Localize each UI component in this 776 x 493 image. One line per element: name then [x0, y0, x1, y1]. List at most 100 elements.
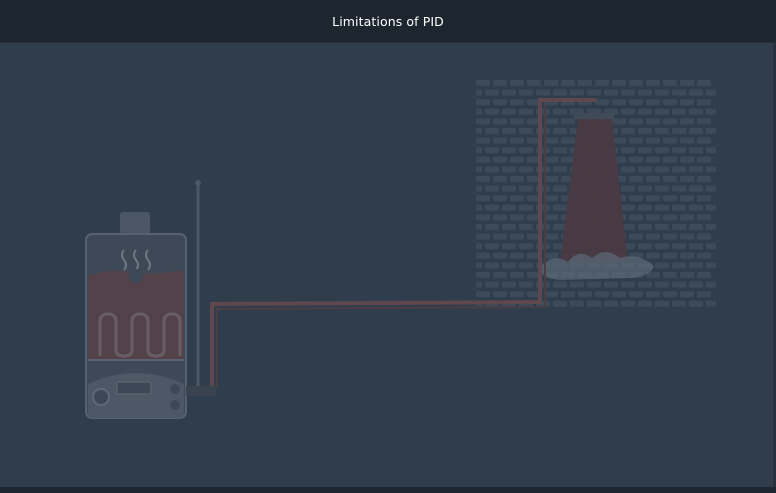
brick — [502, 166, 516, 173]
brick — [544, 291, 558, 298]
brick — [476, 176, 490, 182]
brick — [689, 89, 703, 96]
brick — [638, 185, 652, 192]
brick — [493, 137, 507, 144]
brick — [638, 166, 652, 173]
brick — [561, 80, 575, 86]
brick — [519, 108, 533, 115]
brick — [527, 176, 541, 182]
brick — [621, 300, 635, 307]
brick — [493, 99, 507, 106]
brick — [655, 300, 669, 307]
brick — [485, 108, 499, 115]
brick — [663, 118, 677, 125]
brick — [527, 252, 541, 259]
brick — [612, 99, 626, 106]
brick — [655, 128, 669, 134]
brick — [655, 281, 669, 288]
brick — [697, 156, 711, 163]
brick — [689, 281, 703, 288]
brick — [706, 300, 716, 307]
brick — [519, 166, 533, 173]
brick — [476, 291, 490, 298]
brick — [493, 291, 507, 298]
brick — [697, 99, 711, 106]
brick — [519, 185, 533, 192]
brick — [578, 80, 592, 86]
brick — [510, 272, 524, 278]
brick — [638, 224, 652, 230]
brick — [544, 233, 558, 240]
brick — [697, 214, 711, 221]
brick — [663, 214, 677, 221]
brick — [680, 291, 694, 298]
brick — [672, 108, 686, 115]
brick — [502, 128, 516, 134]
brick — [706, 166, 716, 173]
brick — [629, 80, 643, 86]
brick — [646, 99, 660, 106]
brick — [680, 118, 694, 125]
brick — [553, 147, 567, 154]
brick — [493, 176, 507, 182]
brick — [629, 233, 643, 240]
brick — [646, 137, 660, 144]
brick — [680, 252, 694, 259]
brick — [476, 204, 482, 211]
brick — [621, 128, 635, 134]
brick — [655, 185, 669, 192]
brick — [672, 204, 686, 211]
brick — [553, 185, 567, 192]
brick — [680, 99, 694, 106]
brick — [476, 89, 482, 96]
brick — [646, 214, 660, 221]
brick — [621, 166, 635, 173]
brick — [689, 224, 703, 230]
brick — [493, 233, 507, 240]
brick — [629, 176, 643, 182]
brick — [621, 147, 635, 154]
brick — [672, 128, 686, 134]
brick — [655, 147, 669, 154]
brick — [502, 281, 516, 288]
brick — [536, 89, 550, 96]
brick — [680, 272, 694, 278]
brick — [680, 137, 694, 144]
brick — [553, 89, 567, 96]
brick — [697, 176, 711, 182]
brick — [663, 195, 677, 202]
brick — [502, 185, 516, 192]
brick — [544, 80, 558, 86]
brick — [485, 243, 499, 250]
brick — [485, 185, 499, 192]
brick — [510, 195, 524, 202]
brick — [553, 281, 567, 288]
brick — [621, 89, 635, 96]
brick — [646, 272, 660, 278]
brick — [646, 156, 660, 163]
brick — [697, 137, 711, 144]
brick — [510, 291, 524, 298]
brick — [706, 128, 716, 134]
brick — [629, 291, 643, 298]
brick — [689, 204, 703, 211]
brick — [672, 166, 686, 173]
brick — [638, 89, 652, 96]
brick — [663, 137, 677, 144]
brick — [706, 204, 716, 211]
brick — [646, 252, 660, 259]
brick — [697, 272, 711, 278]
brick — [476, 147, 482, 154]
brick — [510, 214, 524, 221]
brick — [680, 80, 694, 86]
brick — [544, 156, 558, 163]
brick — [672, 243, 686, 250]
brick — [519, 262, 533, 269]
brick — [502, 204, 516, 211]
brick — [706, 224, 716, 230]
brick — [553, 300, 567, 307]
brick — [476, 214, 490, 221]
brick — [527, 118, 541, 125]
brick — [502, 89, 516, 96]
brick — [646, 291, 660, 298]
